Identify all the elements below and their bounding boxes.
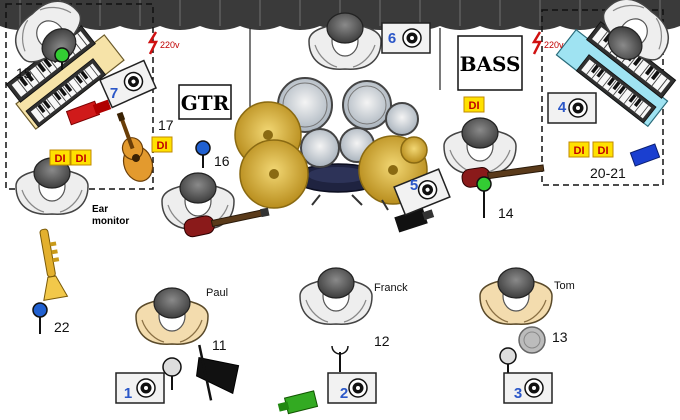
channel-20-21: 20-21 <box>590 165 626 181</box>
keyboard-zone-right <box>541 9 664 186</box>
power-220v-right: 220v <box>531 31 564 55</box>
singer-tom <box>479 267 553 374</box>
channel-11: 11 <box>212 337 227 353</box>
channel-16: 16 <box>214 153 230 169</box>
wedge-number-4: 4 <box>558 99 567 116</box>
keyboard-right <box>555 0 680 167</box>
drum-kit <box>234 12 428 211</box>
wedge-monitor-4: 4 <box>547 92 597 124</box>
ear-monitor-label-1: Ear <box>92 204 108 215</box>
acoustic-guitar <box>116 111 154 182</box>
channel-22: 22 <box>54 319 70 335</box>
di-text-right-2: DI <box>598 145 609 157</box>
singer-paul <box>135 287 240 401</box>
wedge-monitor-6: 6 <box>381 22 431 54</box>
musician-name-tom: Tom <box>554 280 575 292</box>
power-label-right: 220v <box>544 40 564 50</box>
wedge-monitor-7: 7 <box>99 59 157 109</box>
di-box-drums <box>394 208 435 233</box>
wedge-number-3: 3 <box>514 385 522 402</box>
wedge-monitor-1: 1 <box>115 372 165 404</box>
singer-franck <box>299 267 373 372</box>
wedge-monitor-5: 5 <box>393 168 451 216</box>
di-text-left-1: DI <box>55 153 66 165</box>
cowbell <box>196 344 240 401</box>
floor-tom-2 <box>385 102 419 136</box>
wedge-number-1: 1 <box>124 385 132 402</box>
di-text-right-1: DI <box>574 145 585 157</box>
guitarist-left <box>161 140 270 238</box>
channel-15: 15 <box>16 65 32 81</box>
wedge-number-6: 6 <box>388 30 396 47</box>
snare <box>300 128 340 168</box>
mic-14 <box>476 176 492 218</box>
mic-22 <box>32 302 48 334</box>
wedge-number-5: 5 <box>410 177 418 194</box>
power-220v-left: 220v <box>147 31 180 55</box>
di-label-left-1: DI <box>49 149 71 166</box>
musician-name-franck: Franck <box>374 282 408 294</box>
bass-sign: BASS <box>457 35 523 91</box>
cymbal-splash <box>400 136 428 164</box>
di-text-bass: DI <box>469 100 480 112</box>
tom-right <box>342 80 392 130</box>
channel-13: 13 <box>552 329 568 345</box>
trumpet <box>39 228 69 302</box>
di-label-acoustic: DI <box>151 136 173 153</box>
wedge-number-7: 7 <box>110 85 118 102</box>
di-box-right-keys <box>629 143 661 167</box>
trumpet-player <box>15 157 89 334</box>
mic-11 <box>162 357 182 390</box>
di-box-left-keys <box>65 99 112 126</box>
gtr-sign: GTR <box>178 84 232 120</box>
di-text-left-2: DI <box>76 153 87 165</box>
power-label-left: 220v <box>160 40 180 50</box>
bass-sign-text: BASS <box>460 52 521 76</box>
mic-16 <box>195 140 211 168</box>
gtr-sign-text: GTR <box>181 91 230 115</box>
di-label-left-2: DI <box>70 149 92 166</box>
tambourine <box>518 326 546 354</box>
wedge-monitor-3: 3 <box>503 372 553 404</box>
keyboard-left <box>4 0 125 130</box>
channel-14: 14 <box>498 205 514 221</box>
bassist <box>443 117 545 218</box>
mic-13-stand <box>499 347 517 374</box>
channel-12: 12 <box>374 333 390 349</box>
di-label-bass: DI <box>463 96 485 113</box>
di-label-right-2: DI <box>592 141 614 158</box>
wedge-number-2: 2 <box>340 385 348 402</box>
di-label-right-1: DI <box>568 141 590 158</box>
wedge-monitor-2: 2 <box>327 372 377 404</box>
musician-name-paul: Paul <box>206 287 228 299</box>
channel-17: 17 <box>158 117 174 133</box>
ear-monitor-label-2: monitor <box>92 216 129 227</box>
mic-15 <box>54 47 70 70</box>
di-box-front <box>277 390 319 415</box>
di-text-acoustic: DI <box>157 140 168 152</box>
mic-12 <box>331 345 349 372</box>
